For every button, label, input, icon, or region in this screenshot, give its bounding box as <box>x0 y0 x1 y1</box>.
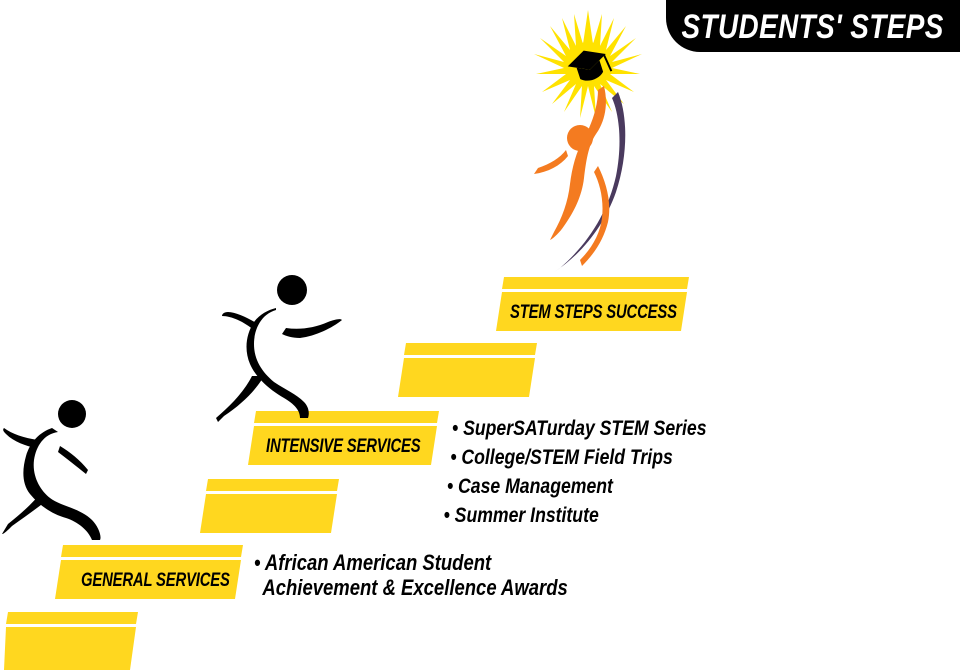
page-title: STUDENTS' STEPS <box>681 8 944 46</box>
graduation-cap-icon <box>567 50 613 81</box>
intensive-services-list: • SuperSATurday STEM Series • College/ST… <box>444 414 707 530</box>
leaping-person-icon <box>534 86 610 266</box>
running-person-icon <box>216 272 346 432</box>
step-5 <box>398 342 538 398</box>
step-general-services: GENERAL SERVICES <box>55 544 245 600</box>
list-item: Achievement & Excellence Awards <box>262 575 568 600</box>
step-stem-success: STEM STEPS SUCCESS <box>496 276 690 332</box>
list-item: • Case Management <box>446 475 613 498</box>
step-1 <box>4 610 140 670</box>
header-tab: STUDENTS' STEPS <box>666 0 960 52</box>
success-figure <box>524 6 654 281</box>
running-person-icon <box>0 398 110 548</box>
list-item: • College/STEM Field Trips <box>450 446 673 469</box>
step-3 <box>200 478 340 534</box>
step-label-general: GENERAL SERVICES <box>81 570 230 591</box>
list-item: • Summer Institute <box>443 504 599 527</box>
step-label-intensive: INTENSIVE SERVICES <box>266 436 421 457</box>
step-label-success: STEM STEPS SUCCESS <box>510 302 677 323</box>
list-item: • African American Student <box>254 550 492 575</box>
list-item: • SuperSATurday STEM Series <box>452 417 707 440</box>
general-services-list: • African American Student Achievement &… <box>254 550 568 600</box>
